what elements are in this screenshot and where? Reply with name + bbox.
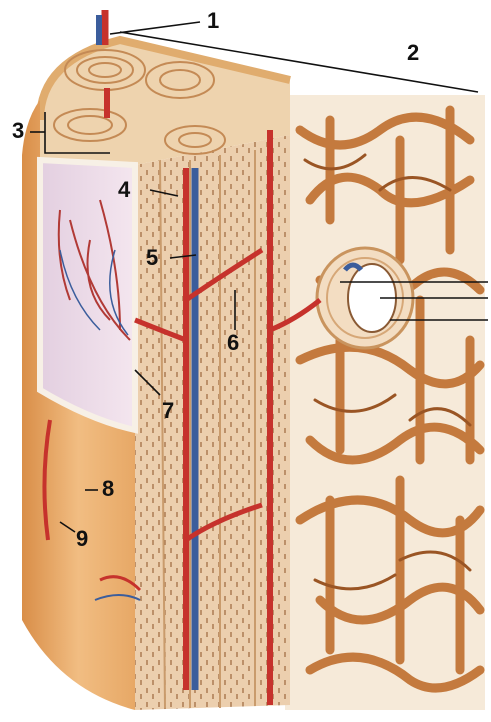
label-3: 3 <box>12 118 24 143</box>
label-9: 9 <box>76 526 88 551</box>
spongy-bone <box>285 95 485 710</box>
label-8: 8 <box>102 476 114 501</box>
label-2: 2 <box>407 40 419 65</box>
label-6: 6 <box>227 330 239 355</box>
label-1: 1 <box>207 8 219 33</box>
label-7: 7 <box>162 398 174 423</box>
label-4: 4 <box>118 177 131 202</box>
compact-bone-longitudinal <box>135 135 290 710</box>
label-5: 5 <box>146 245 158 270</box>
